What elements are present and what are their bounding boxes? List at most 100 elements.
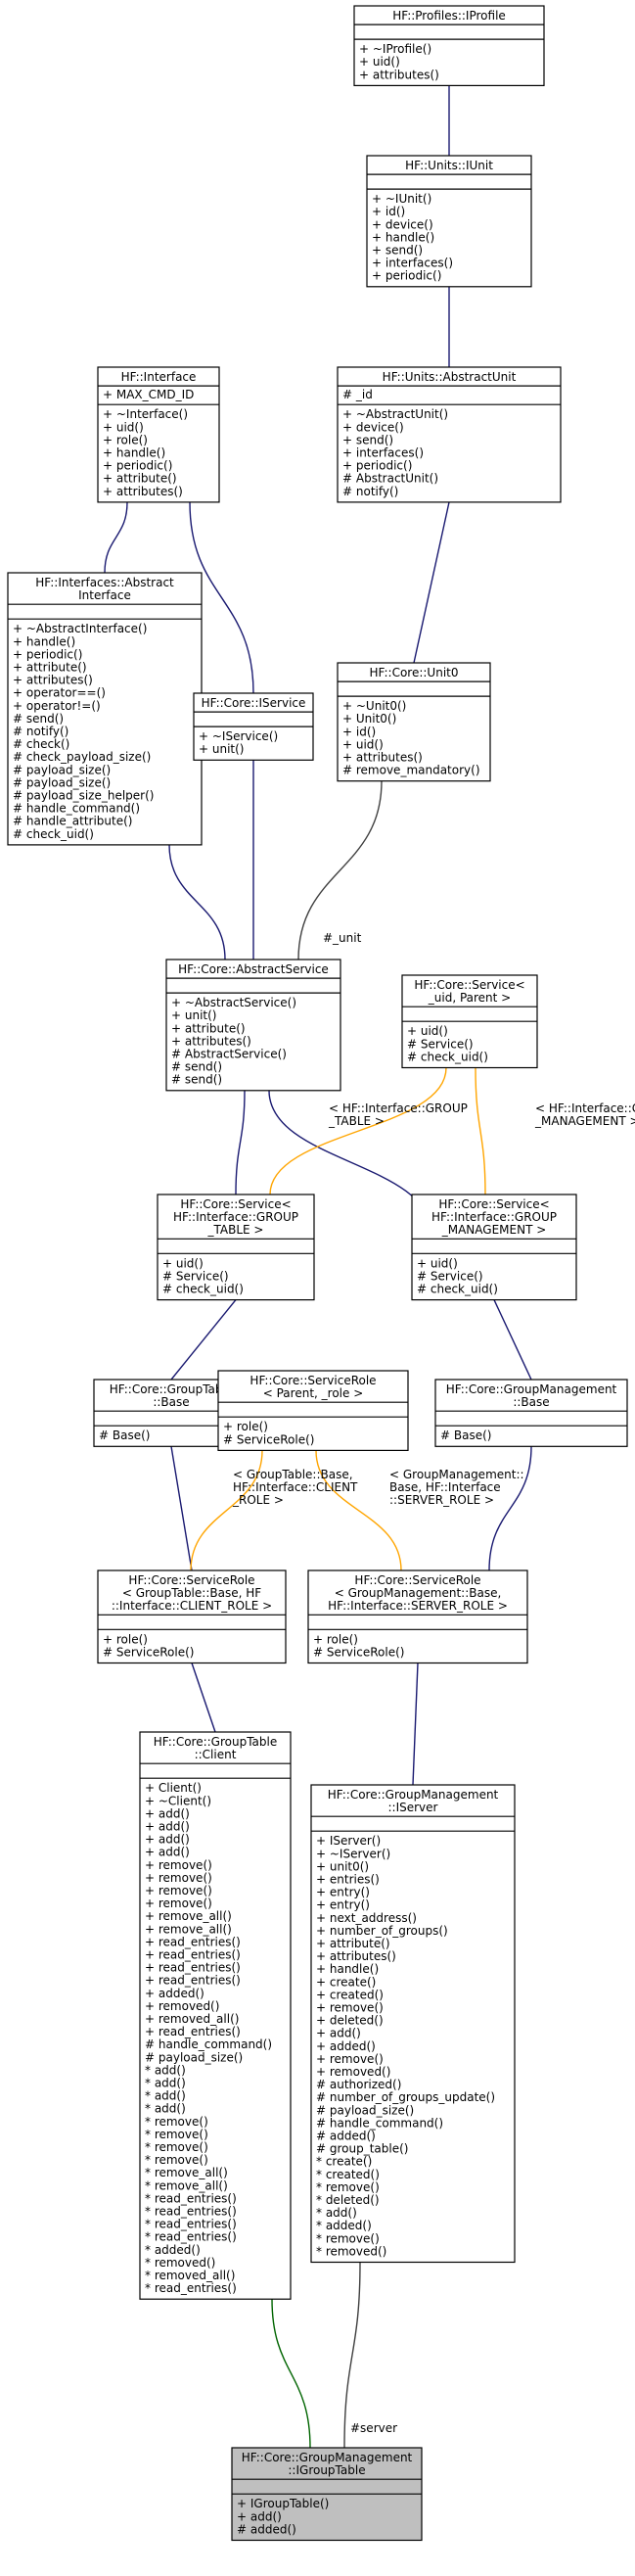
class-box <box>337 662 491 782</box>
class-title: HF::Interfaces::Abstract <box>35 576 174 589</box>
edge-usage-server <box>343 2263 360 2449</box>
class-service_tpl[interactable]: HF::Core::Service<_uid, Parent >+ uid()#… <box>401 974 538 1069</box>
class-box <box>97 1569 287 1664</box>
class-method: * add() <box>145 2089 186 2103</box>
class-iunit[interactable]: HF::Units::IUnit+ ~IUnit()+ id()+ device… <box>366 155 532 288</box>
class-method: + attribute() <box>171 1021 246 1035</box>
class-method: + created() <box>316 1988 384 2001</box>
class-method: + add() <box>145 1820 190 1834</box>
class-attribute: + MAX_CMD_ID <box>103 388 194 401</box>
class-sr_server[interactable]: HF::Core::ServiceRole< GroupManagement::… <box>307 1569 528 1664</box>
class-box <box>310 1784 516 2264</box>
class-method: + role() <box>103 1632 148 1646</box>
class-method: + create() <box>316 1975 376 1989</box>
class-title: HF::Core::GroupTable <box>110 1382 234 1396</box>
class-unit0[interactable]: HF::Core::Unit0+ ~Unit0()+ Unit0()+ id()… <box>337 662 491 782</box>
class-method: + number_of_groups() <box>316 1924 448 1938</box>
class-method: + next_address() <box>316 1911 417 1925</box>
class-method: # check_uid() <box>417 1283 498 1296</box>
class-method: + ~AbstractUnit() <box>342 407 448 421</box>
edge-label-tpl_client: HF::Interface::CLIENT <box>233 1480 358 1494</box>
class-service_gm[interactable]: HF::Core::Service<HF::Interface::GROUP_M… <box>411 1194 577 1301</box>
class-method: + remove_all() <box>145 1922 232 1936</box>
class-title: HF::Units::AbstractUnit <box>383 370 517 384</box>
class-method: + periodic() <box>372 269 441 283</box>
class-method: + handle() <box>13 634 75 648</box>
class-title: ::IServer <box>388 1801 438 1814</box>
class-method: + role() <box>223 1420 268 1433</box>
class-method: * read_entries() <box>145 2218 237 2231</box>
class-method: # remove_mandatory() <box>342 764 480 777</box>
class-abstractservice[interactable]: HF::Core::AbstractService+ ~AbstractServ… <box>165 959 341 1092</box>
class-method: + unit0() <box>316 1859 369 1873</box>
class-method: + uid() <box>417 1256 458 1270</box>
class-iservice[interactable]: HF::Core::IService+ ~IService()+ unit() <box>193 692 314 761</box>
class-gm_igrouptable[interactable]: HF::Core::GroupManagement::IGroupTable+ … <box>231 2447 423 2542</box>
class-method: + ~IUnit() <box>372 192 431 206</box>
class-iprofile[interactable]: HF::Profiles::IProfile+ ~IProfile()+ uid… <box>353 5 545 87</box>
class-service_gt[interactable]: HF::Core::Service<HF::Interface::GROUP_T… <box>157 1194 315 1301</box>
class-interface[interactable]: HF::Interface+ MAX_CMD_ID+ ~Interface()+… <box>97 366 220 503</box>
class-method: + remove() <box>145 1897 212 1910</box>
class-method: + periodic() <box>103 459 172 473</box>
class-method: + add() <box>237 2509 282 2523</box>
class-method: * added() <box>316 2219 372 2232</box>
class-title: HF::Interface::GROUP <box>173 1210 298 1224</box>
class-title: _uid, Parent > <box>428 991 511 1005</box>
class-method: * removed() <box>145 2256 215 2270</box>
class-method: * deleted() <box>316 2193 380 2207</box>
class-title: _TABLE > <box>207 1223 264 1237</box>
class-method: * read_entries() <box>145 2230 237 2244</box>
class-box <box>7 572 203 846</box>
class-method: + remove() <box>316 2001 384 2015</box>
class-title: HF::Core::IService <box>202 696 306 710</box>
edge-label-unit: #_unit <box>323 931 362 945</box>
class-title: HF::Interface <box>121 370 197 384</box>
class-method: + remove_all() <box>145 1909 232 1923</box>
class-abstractinterface[interactable]: HF::Interfaces::AbstractInterface+ ~Abst… <box>7 572 203 846</box>
class-method: + unit() <box>199 742 244 756</box>
class-box <box>366 155 532 288</box>
edge-inherit-gm-iserver <box>412 1663 418 1786</box>
class-title: HF::Core::Service< <box>414 978 524 992</box>
class-method: + attributes() <box>103 485 183 498</box>
edge-usage-unit <box>297 781 382 960</box>
class-method: # handle_command() <box>145 2037 272 2051</box>
class-method: + remove() <box>145 1884 212 1897</box>
class-method: * remove() <box>145 2128 208 2141</box>
edge-inherit-gm-base <box>494 1300 532 1381</box>
class-method: * remove() <box>145 2153 208 2167</box>
class-method: + role() <box>103 433 148 446</box>
class-sr_client[interactable]: HF::Core::ServiceRole< GroupTable::Base,… <box>97 1569 287 1664</box>
class-method: + attributes() <box>13 674 93 687</box>
class-attribute: # _id <box>342 388 373 401</box>
class-method: + attributes() <box>342 751 423 765</box>
edge-inherit-gt-base <box>170 1300 236 1381</box>
class-method: + ~IProfile() <box>359 42 431 56</box>
class-method: # ServiceRole() <box>223 1432 314 1446</box>
edge-label-tpl_client: < GroupTable::Base, <box>233 1468 353 1481</box>
class-title: HF::Units::IUnit <box>405 159 493 172</box>
class-box <box>217 1370 409 1452</box>
class-method: + ~Client() <box>145 1794 211 1807</box>
class-servicerole_tpl[interactable]: HF::Core::ServiceRole< Parent, _role >+ … <box>217 1370 409 1452</box>
class-gm_iserver[interactable]: HF::Core::GroupManagement::IServer+ ISer… <box>310 1784 516 2264</box>
class-title: ::Interface::CLIENT_ROLE > <box>112 1599 272 1613</box>
class-method: + uid() <box>162 1256 204 1270</box>
class-title: HF::Core::GroupManagement <box>328 1788 499 1802</box>
class-method: # handle_command() <box>316 2116 443 2130</box>
class-title: ::Client <box>195 1748 237 1761</box>
class-gm_base[interactable]: HF::Core::GroupManagement::Base# Base() <box>434 1379 628 1447</box>
class-method: # payload_size() <box>145 2050 243 2064</box>
class-method: + ~IService() <box>199 729 278 743</box>
class-method: # Base() <box>99 1429 150 1442</box>
class-method: # Service() <box>417 1269 483 1283</box>
class-method: # check_uid() <box>162 1283 244 1296</box>
class-method: + periodic() <box>342 459 412 473</box>
class-abstractunit[interactable]: HF::Units::AbstractUnit# _id+ ~AbstractU… <box>337 366 562 503</box>
diagram-edge-labels: #_unit< HF::Interface::GROUP_TABLE >< HF… <box>232 931 635 2435</box>
class-gt_client[interactable]: HF::Core::GroupTable::Client+ Client()+ … <box>139 1731 292 2300</box>
class-method: # send() <box>171 1060 222 1074</box>
class-title: HF::Core::Service< <box>180 1197 291 1211</box>
class-title: HF::Profiles::IProfile <box>392 9 506 23</box>
